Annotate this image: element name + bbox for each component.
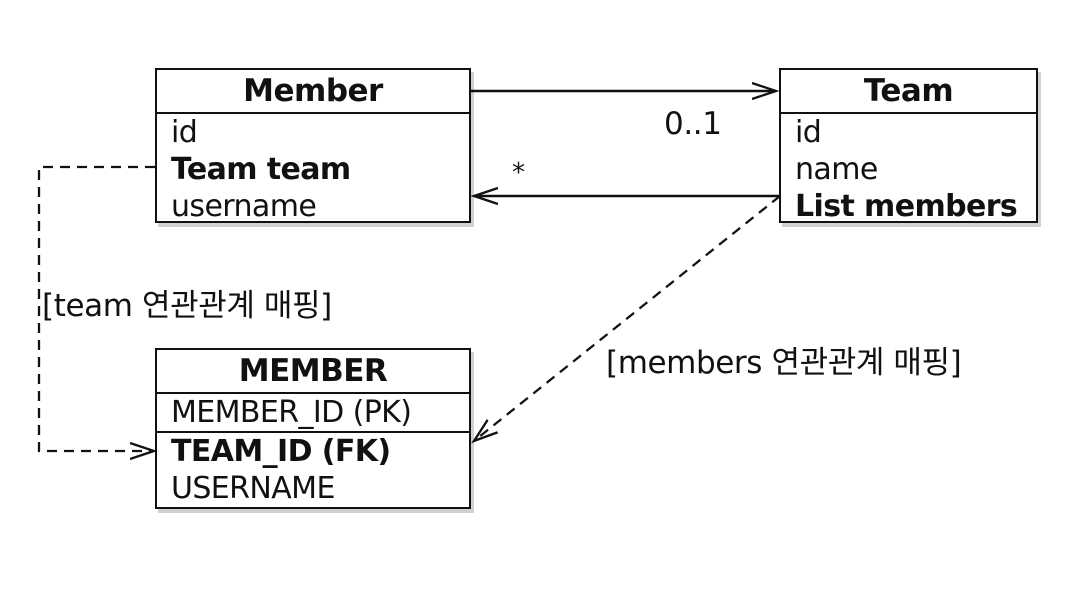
team-class-title: Team [781,70,1036,114]
team-name-field: name [795,152,878,187]
member-table-title: MEMBER [157,350,469,394]
member-team-field: Team team [171,152,351,187]
member-class-box: Member id Team team username [155,68,471,224]
team-id-field: id [795,115,822,150]
member-id-column: MEMBER_ID (PK) [171,395,412,430]
team-mapping-label: [team 연관관계 매핑] [42,288,332,324]
member-table-box: MEMBER MEMBER_ID (PK) TEAM_ID (FK) USERN… [155,348,471,509]
member-id-field: id [171,115,198,150]
member-to-team-multiplicity-label: 0..1 [664,106,722,142]
team-to-member-multiplicity-label: * [512,158,525,188]
members-field-mapping-dashed-arrow [474,195,781,441]
member-class-title: Member [157,70,469,114]
team-field-mapping-dashed-arrow [37,165,155,451]
team-id-foreign-key-column: TEAM_ID (FK) [157,431,469,470]
team-class-box: Team id name List members [779,68,1038,224]
members-mapping-label: [members 연관관계 매핑] [606,345,962,381]
username-column: USERNAME [171,471,335,506]
team-members-field: List members [795,189,1018,224]
member-username-field: username [171,189,317,224]
